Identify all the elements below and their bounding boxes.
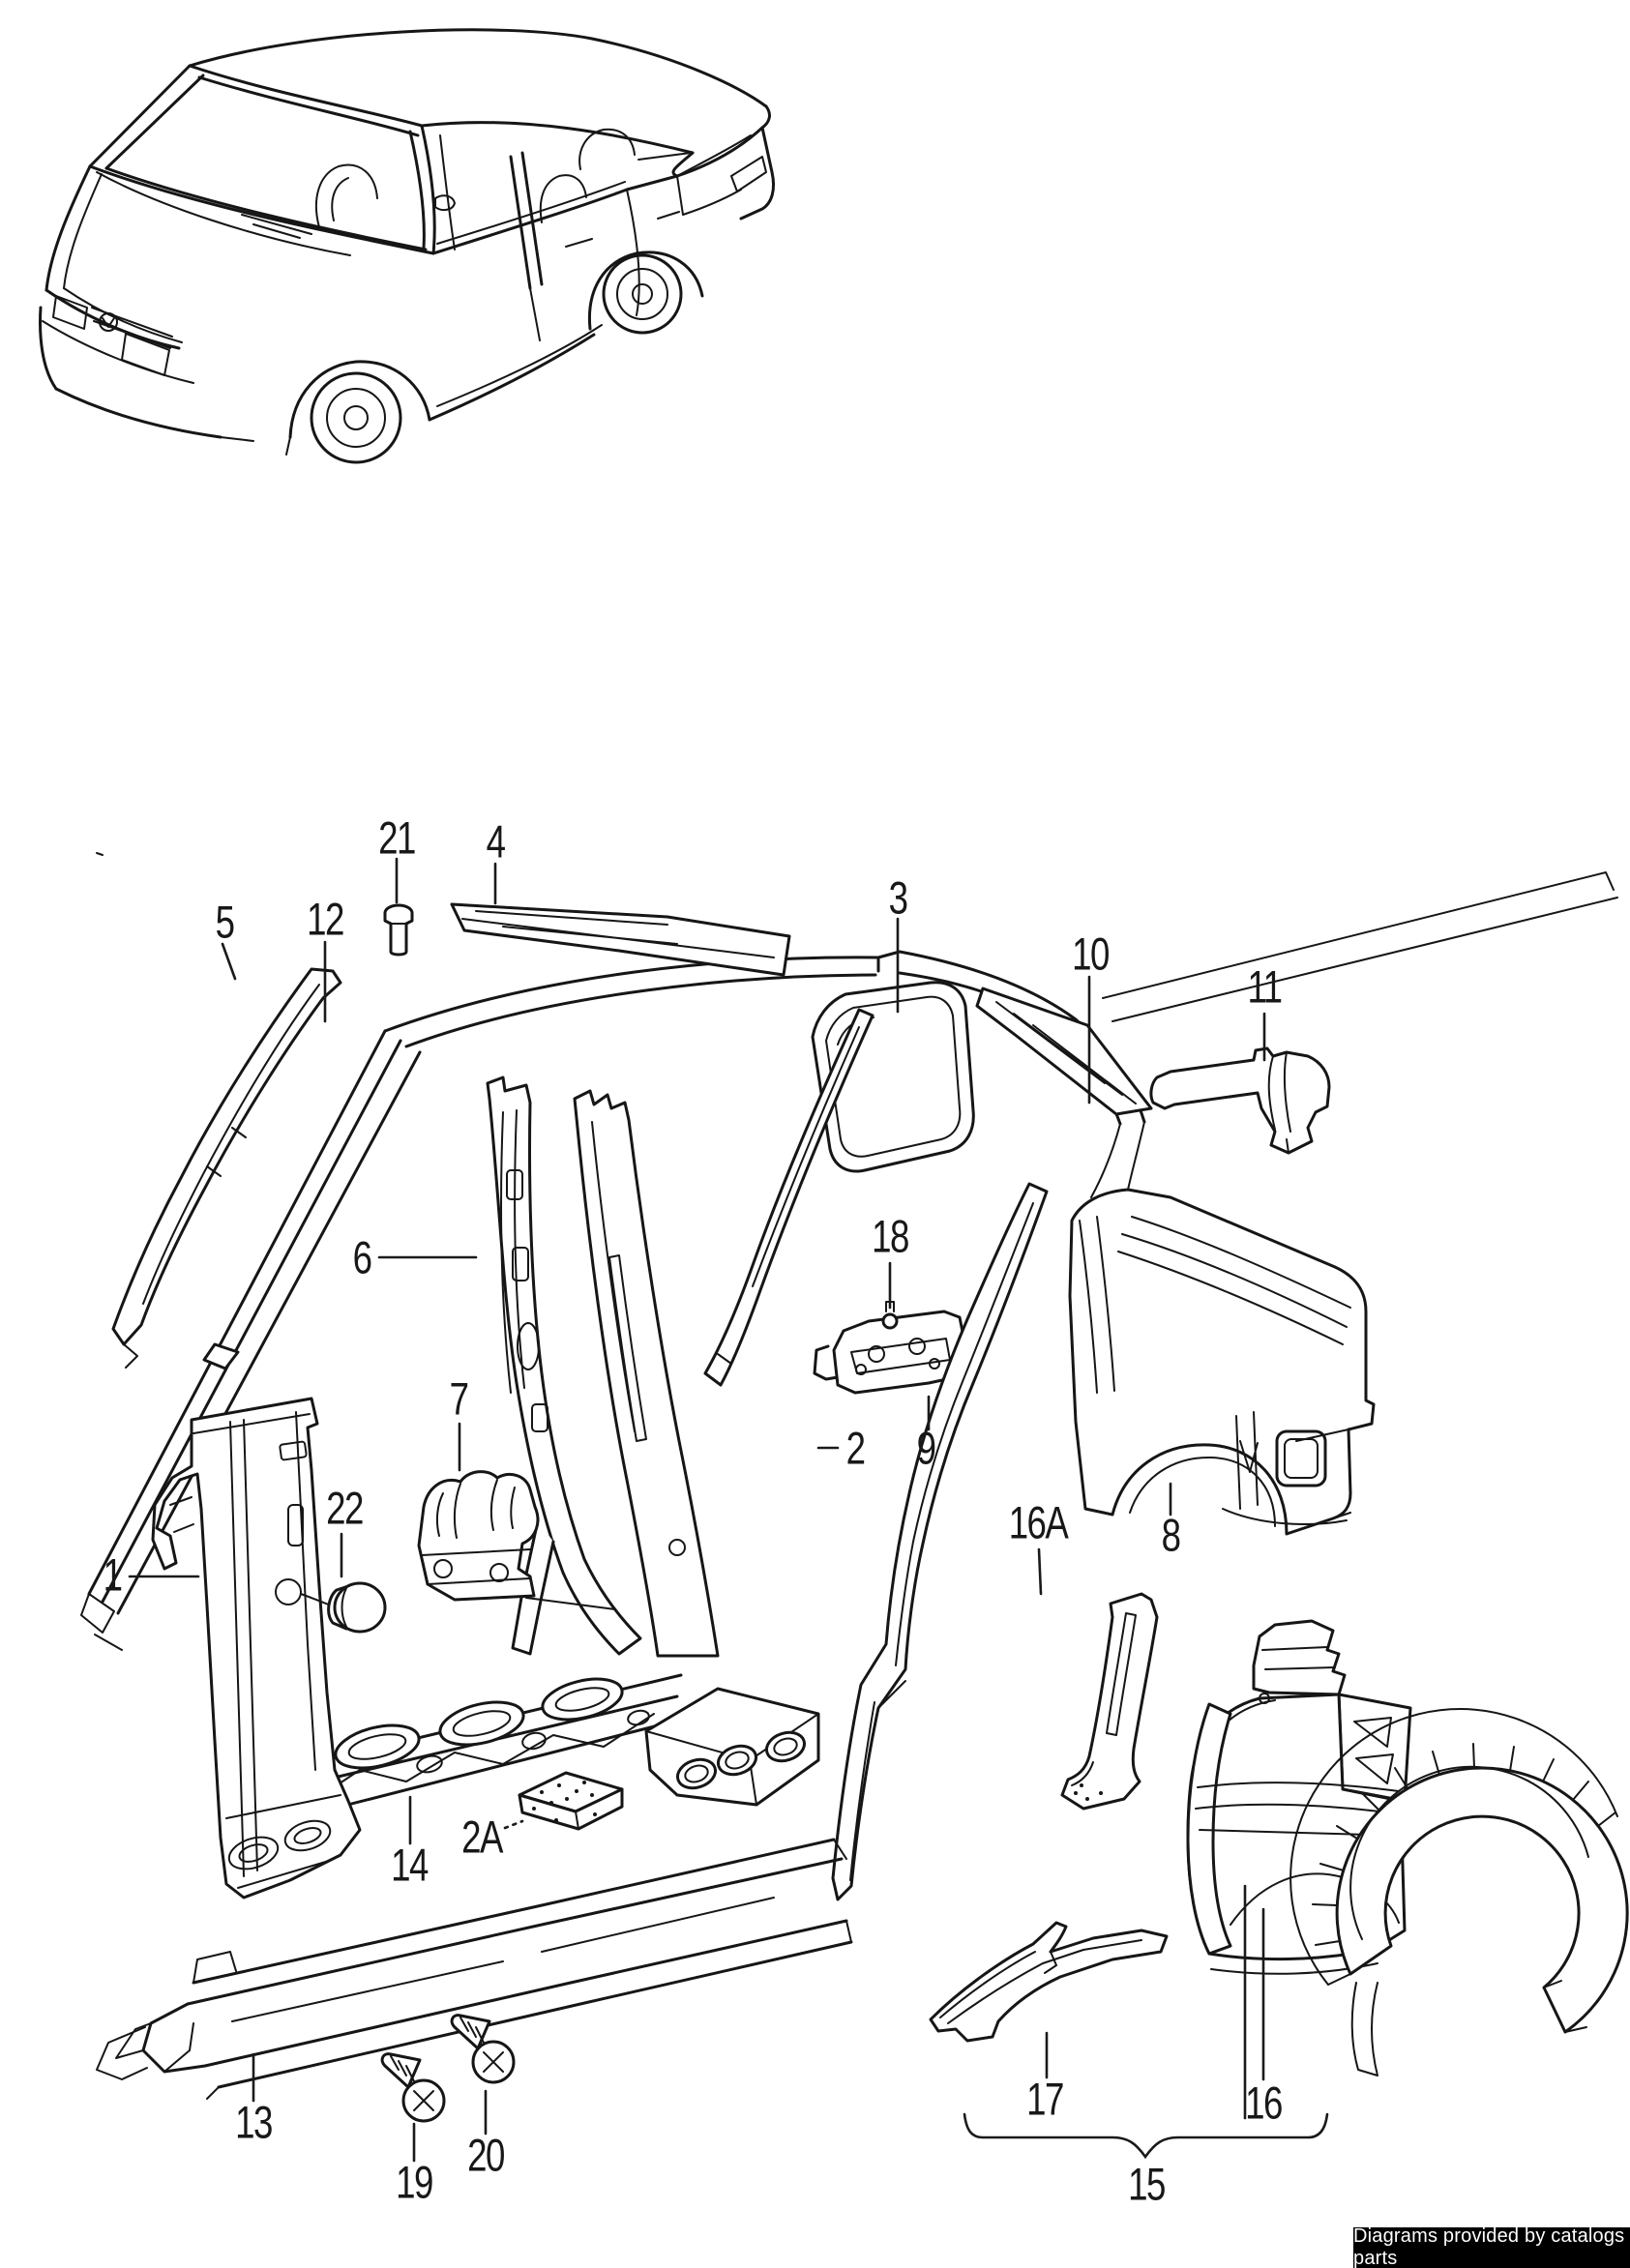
- part-callout-14: 14: [391, 1839, 429, 1891]
- part-callout-20: 20: [467, 2129, 505, 2181]
- part-callout-15: 15: [1128, 2158, 1166, 2210]
- part-callout-5: 5: [215, 896, 235, 948]
- part-19-drawing: [380, 2052, 446, 2123]
- group-brace-15: [963, 2112, 1329, 2160]
- part-callout-1: 1: [103, 1548, 123, 1601]
- part-callout-13: 13: [235, 2096, 273, 2148]
- part-16a-drawing: [1060, 1592, 1159, 1811]
- part-callout-18: 18: [872, 1210, 909, 1262]
- part-callout-16a: 16A: [1008, 1496, 1069, 1548]
- part-22-drawing: [300, 1581, 387, 1634]
- part-callout-22: 22: [326, 1482, 364, 1534]
- part-callout-16: 16: [1245, 2077, 1283, 2129]
- car-overview-drawing: [39, 28, 776, 464]
- part-2a-drawing: [518, 1771, 624, 1831]
- part-18-drawing: [813, 1301, 967, 1395]
- part-callout-17: 17: [1026, 2073, 1064, 2125]
- leader-lines: [128, 857, 1329, 2163]
- part-7-drawing: [417, 1470, 540, 1602]
- part-callout-12: 12: [307, 893, 344, 945]
- part-callout-4: 4: [486, 815, 506, 868]
- stray-mark: [96, 852, 104, 856]
- part-callout-7: 7: [449, 1372, 469, 1425]
- part-callout-11: 11: [1247, 960, 1283, 1013]
- part-callout-21: 21: [378, 811, 416, 864]
- part-callout-9: 9: [916, 1422, 936, 1474]
- part-17-drawing: [929, 1921, 1169, 2043]
- part-callout-19: 19: [396, 2156, 433, 2208]
- part-13-drawing: [96, 1838, 853, 2100]
- watermark-bar: Diagrams provided by catalogs parts: [1353, 2225, 1630, 2268]
- part-2-drawing: [573, 1089, 820, 1807]
- part-16-drawing: [1289, 1708, 1629, 2077]
- part-1-drawing: [151, 1397, 362, 1900]
- part-9-drawing: [831, 1182, 1049, 1901]
- part-3-drawing: [703, 1008, 874, 1387]
- part-4-drawing: [450, 902, 791, 977]
- part-20-drawing: [450, 2014, 516, 2084]
- part-callout-8: 8: [1161, 1509, 1181, 1561]
- watermark-text: Diagrams provided by catalogs parts: [1353, 2225, 1625, 2268]
- part-11-drawing: [1149, 1046, 1331, 1155]
- part-callout-2: 2: [845, 1422, 866, 1474]
- part-5-drawing: [111, 967, 342, 1369]
- part-21-drawing: [383, 903, 414, 957]
- part-10-drawing: [975, 987, 1153, 1116]
- part-callout-6: 6: [352, 1231, 372, 1283]
- part-callout-3: 3: [888, 871, 908, 924]
- part-callout-10: 10: [1072, 928, 1110, 980]
- part-callout-2a: 2A: [461, 1811, 503, 1863]
